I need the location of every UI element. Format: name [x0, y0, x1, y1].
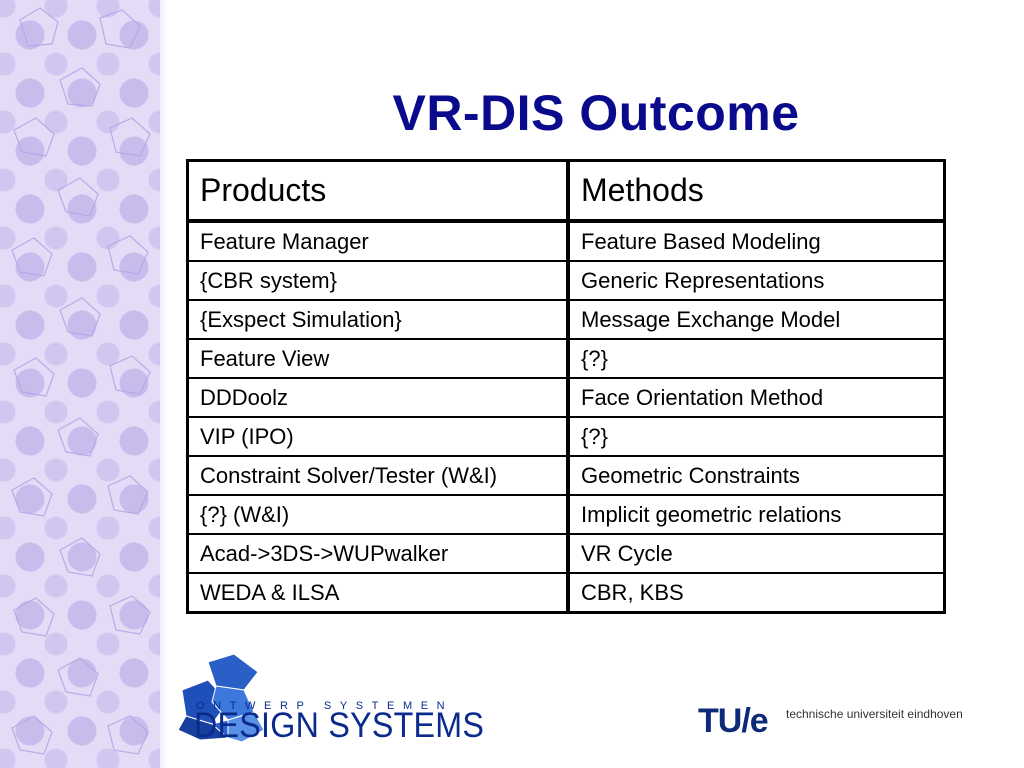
column-header-products: Products [186, 159, 570, 223]
table-row: {?} (W&I) Implicit geometric relations [186, 494, 946, 535]
method-cell: {?} [567, 338, 946, 379]
product-cell: Feature View [186, 338, 570, 379]
design-systems-tagline: ONTWERP SYSTEMEN [196, 700, 454, 712]
slide-title: VR-DIS Outcome [392, 85, 800, 141]
decorative-sidebar [0, 0, 160, 768]
table-header-row: Products Methods [186, 159, 946, 223]
table-row: Acad->3DS->WUPwalker VR Cycle [186, 533, 946, 574]
table-row: VIP (IPO) {?} [186, 416, 946, 457]
product-cell: {?} (W&I) [186, 494, 570, 535]
product-cell: {Exspect Simulation} [186, 299, 570, 340]
product-cell: Constraint Solver/Tester (W&I) [186, 455, 570, 496]
table-row: Feature View {?} [186, 338, 946, 379]
product-cell: DDDoolz [186, 377, 570, 418]
product-cell: VIP (IPO) [186, 416, 570, 457]
design-systems-wordmark: DESIGN SYSTEMS [194, 706, 485, 745]
products-methods-table: Products Methods Feature Manager Feature… [186, 159, 946, 614]
table-row: WEDA & ILSA CBR, KBS [186, 572, 946, 614]
table-row: DDDoolz Face Orientation Method [186, 377, 946, 418]
method-cell: VR Cycle [567, 533, 946, 574]
method-cell: {?} [567, 416, 946, 457]
polyhedron-pattern-icon [11, 7, 151, 755]
method-cell: Face Orientation Method [567, 377, 946, 418]
method-cell: Implicit geometric relations [567, 494, 946, 535]
product-cell: Feature Manager [186, 220, 570, 262]
table-row: {CBR system} Generic Representations [186, 260, 946, 301]
tue-logo-text: technische universiteit eindhoven [786, 707, 963, 721]
table-row: Feature Manager Feature Based Modeling [186, 220, 946, 262]
tue-logo-mark: TU/e [698, 702, 769, 740]
method-cell: Feature Based Modeling [567, 220, 946, 262]
method-cell: Message Exchange Model [567, 299, 946, 340]
method-cell: Geometric Constraints [567, 455, 946, 496]
product-cell: {CBR system} [186, 260, 570, 301]
table-row: {Exspect Simulation} Message Exchange Mo… [186, 299, 946, 340]
method-cell: CBR, KBS [567, 572, 946, 614]
column-header-methods: Methods [567, 159, 946, 223]
product-cell: WEDA & ILSA [186, 572, 570, 614]
product-cell: Acad->3DS->WUPwalker [186, 533, 570, 574]
polyhedron-logo-icon [177, 653, 265, 743]
sidebar-edge [160, 0, 168, 768]
method-cell: Generic Representations [567, 260, 946, 301]
table-row: Constraint Solver/Tester (W&I) Geometric… [186, 455, 946, 496]
